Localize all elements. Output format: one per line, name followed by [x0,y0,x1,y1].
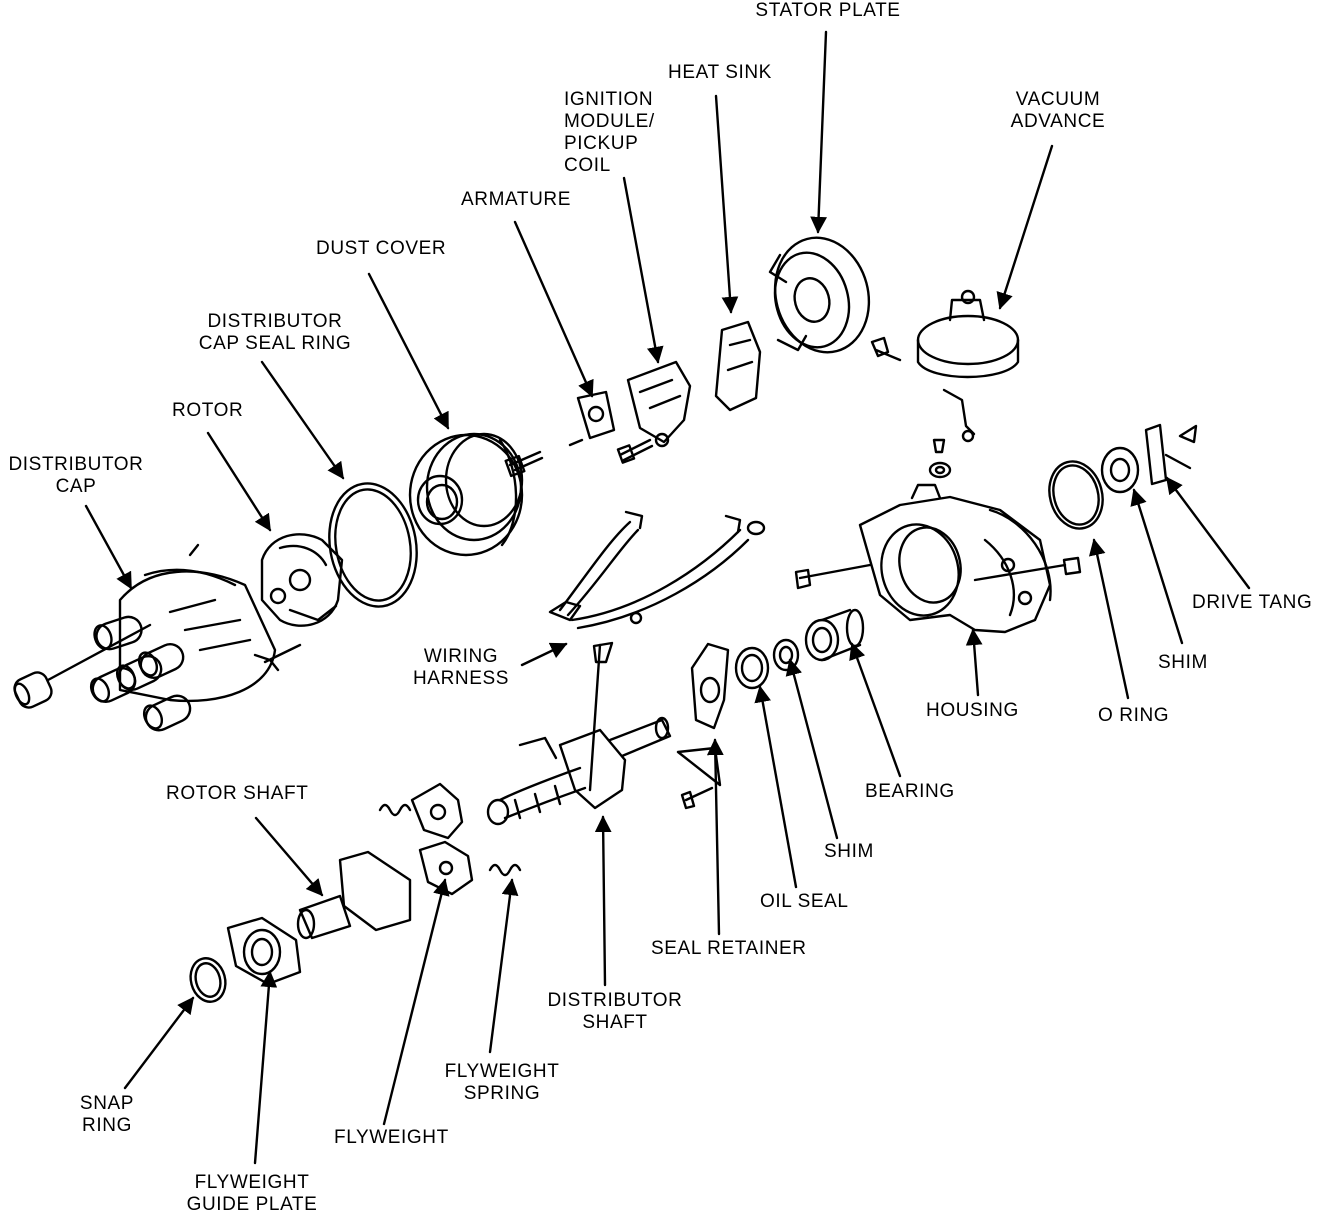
rotor-shaft [296,850,412,940]
label-housing: HOUSING [926,700,1019,721]
label-distributor-shaft: DISTRIBUTOR SHAFT [520,990,710,1034]
label-shim-upper: SHIM [1158,652,1208,673]
label-bearing: BEARING [865,781,955,802]
label-heat-sink: HEAT SINK [668,62,772,83]
seal-retainer [676,642,730,810]
label-distributor-cap-line2: CAP [55,476,97,497]
label-snap-ring: SNAP RING [62,1093,152,1137]
distributor-shaft [486,716,672,826]
label-shim-lower: SHIM [824,841,874,862]
flyweights [378,782,522,896]
cap-seal-ring [328,482,418,608]
label-wiring-harness: WIRING HARNESS [406,646,516,690]
vacuum-advance [870,289,1020,443]
stator-plate [768,236,871,354]
label-cap-seal-ring-line2: CAP SEAL RING [198,333,352,354]
distributor-cap [13,543,302,732]
o-ring [1048,460,1104,530]
label-distributor-cap: DISTRIBUTOR CAP [0,454,152,498]
label-distributor-cap-line1: DISTRIBUTOR [8,454,144,475]
ignition-module [626,360,692,448]
oil-seal [734,646,770,690]
label-distributor-shaft-line1: DISTRIBUTOR [547,990,683,1011]
label-dust-cover: DUST COVER [316,238,447,259]
label-flyweight-guide-plate-line1: FLYWEIGHT [194,1172,310,1193]
label-ignition-module-line2: MODULE/ [564,111,655,132]
label-wiring-harness-line2: HARNESS [412,668,510,689]
label-flyweight-guide-plate: FLYWEIGHT GUIDE PLATE [170,1172,334,1216]
dust-cover [408,432,524,557]
label-snap-ring-line2: RING [82,1115,132,1136]
label-cap-seal-ring: DISTRIBUTOR CAP SEAL RING [180,311,370,355]
snap-ring [189,957,227,1003]
label-vacuum-advance: VACUUM ADVANCE [988,89,1128,133]
label-wiring-harness-line1: WIRING [423,646,499,667]
label-ignition-module-line3: PICKUP [564,133,639,154]
label-flyweight: FLYWEIGHT [334,1127,449,1148]
label-ignition-module: IGNITION MODULE/ PICKUP COIL [564,89,655,177]
label-distributor-shaft-line2: SHAFT [582,1012,648,1033]
label-flyweight-guide-plate-line2: GUIDE PLATE [186,1194,318,1215]
leader-arrows [84,30,1251,1165]
label-cap-seal-ring-line1: DISTRIBUTOR [207,311,343,332]
label-flyweight-spring-line1: FLYWEIGHT [444,1061,560,1082]
label-ignition-module-line1: IGNITION [564,89,654,110]
label-snap-ring-line1: SNAP [79,1093,135,1114]
wiring-harness [548,510,766,630]
bearing [804,608,865,662]
label-vacuum-advance-line2: ADVANCE [1010,111,1106,132]
label-flyweight-spring: FLYWEIGHT SPRING [430,1061,574,1105]
flyweight-guide-plate [226,916,302,986]
label-ignition-module-line4: COIL [564,155,611,176]
label-vacuum-advance-line1: VACUUM [1015,89,1101,110]
label-oil-seal: OIL SEAL [760,891,849,912]
armature [576,390,616,440]
label-rotor: ROTOR [172,400,244,421]
shim-upper [1100,446,1140,494]
drive-tang [1144,423,1198,486]
label-o-ring: O RING [1098,705,1170,726]
small-screws [504,438,654,792]
shim-lower [772,638,800,672]
label-flyweight-spring-line2: SPRING [463,1083,541,1104]
heat-sink [714,320,762,412]
small-housing-parts [928,438,952,479]
label-armature: ARMATURE [461,189,572,210]
label-seal-retainer: SEAL RETAINER [651,938,807,959]
housing [794,483,1082,634]
label-rotor-shaft: ROTOR SHAFT [166,783,309,804]
label-stator-plate: STATOR PLATE [755,0,901,21]
label-drive-tang: DRIVE TANG [1192,592,1313,613]
